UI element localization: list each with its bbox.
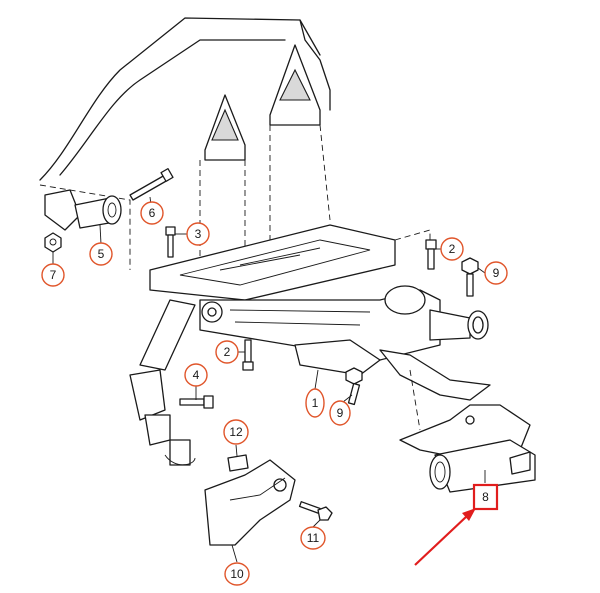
steering-column-tube	[199, 285, 489, 361]
callout-9-lower: 9	[329, 400, 351, 426]
bolt-part-9-lower	[345, 367, 363, 406]
callout-4: 4	[184, 363, 208, 387]
callout-label: 4	[193, 368, 200, 382]
cover-part-10	[204, 459, 296, 546]
callout-9-right: 9	[484, 261, 508, 285]
bearing-part-5	[44, 189, 122, 231]
callout-label: 10	[230, 567, 244, 581]
callout-label: 6	[149, 206, 156, 220]
screw-part-11	[298, 501, 333, 521]
intermediate-shaft	[129, 299, 196, 466]
dashboard-panel	[39, 17, 331, 270]
bolt-part-3	[165, 226, 176, 258]
clip-part-12	[227, 454, 249, 472]
pointer-arrow	[414, 508, 476, 566]
callout-8-highlighted: 8	[472, 483, 499, 511]
callout-2-left: 2	[215, 340, 239, 364]
bolt-part-2-right	[425, 239, 437, 270]
carrier-plate	[149, 224, 431, 301]
callout-label: 2	[449, 242, 456, 256]
callout-5: 5	[89, 242, 113, 266]
callout-label: 11	[307, 531, 320, 545]
callout-11: 11	[300, 526, 326, 550]
callout-12: 12	[223, 419, 249, 445]
bolt-part-6	[129, 168, 174, 201]
callout-label: 8	[482, 490, 489, 504]
callout-label: 12	[229, 425, 243, 439]
callout-1: 1	[305, 388, 325, 418]
adjustment-lever	[294, 339, 491, 431]
mounting-bracket-left	[204, 94, 246, 161]
mounting-bracket-right	[269, 44, 321, 126]
leader-lines	[52, 196, 486, 563]
callout-3: 3	[186, 222, 210, 246]
callout-label: 5	[98, 247, 105, 261]
callout-label: 1	[312, 396, 319, 410]
bolt-part-2-left	[242, 339, 254, 371]
bolt-part-4	[179, 395, 214, 409]
bolt-part-9-right	[461, 257, 479, 297]
callout-label: 7	[50, 268, 57, 282]
callout-label: 9	[493, 266, 500, 280]
nut-part-7	[44, 232, 62, 253]
callout-2-right: 2	[440, 237, 464, 261]
callout-label: 2	[224, 345, 231, 359]
callout-label: 9	[337, 406, 344, 420]
callout-10: 10	[224, 562, 250, 586]
callout-6: 6	[140, 201, 164, 225]
callout-7: 6 7	[41, 263, 65, 287]
lock-housing-part-8	[429, 439, 536, 493]
callout-label: 3	[195, 227, 202, 241]
